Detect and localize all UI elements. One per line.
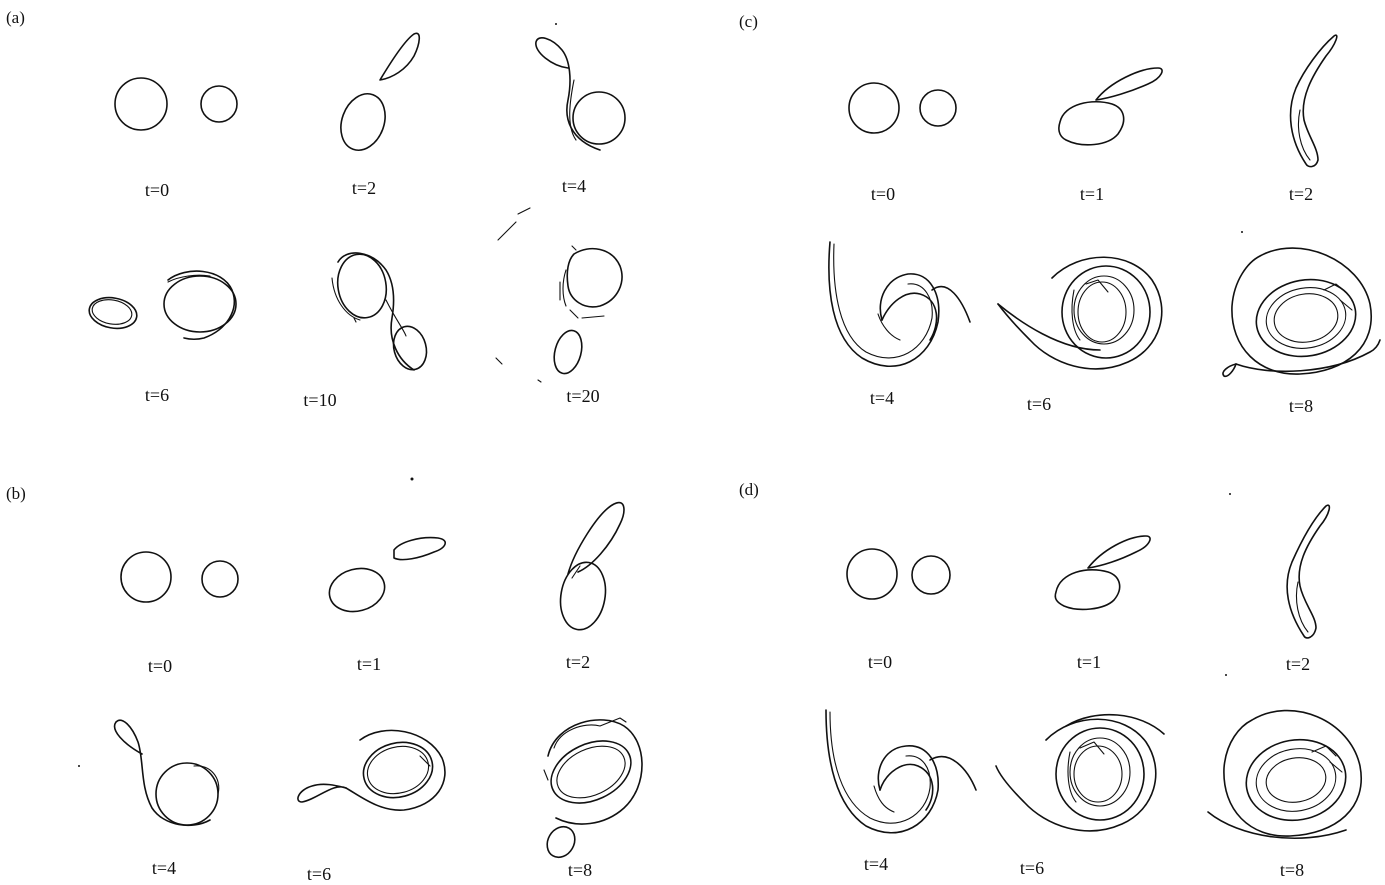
panel-c-snapshot-t8: [1223, 248, 1380, 376]
panel-c-snapshot-t1: [1059, 68, 1162, 145]
panel-a-snapshot-t6: [87, 271, 236, 339]
panel-d-snapshot-t8: [1208, 711, 1361, 839]
panel-a-snapshot-t10: [332, 250, 431, 373]
panel-b-snapshot-t1: [325, 538, 446, 618]
panel-d-snapshot-t2: [1287, 505, 1329, 638]
panel-c-snapshot-t4: [829, 242, 970, 366]
panel-a-snapshot-t20: [496, 208, 622, 382]
panel-d-snapshot-t1: [1055, 536, 1150, 609]
panel-b-snapshot-t0: [121, 552, 238, 602]
panel-b-snapshot-t8: [541, 718, 642, 862]
panel-d-snapshot-t6: [996, 715, 1164, 831]
panel-b-snapshot-t4: [115, 720, 219, 825]
panel-a-snapshot-t2: [333, 33, 419, 156]
scan-specks: [78, 23, 1243, 767]
panel-b-snapshot-t2: [555, 503, 624, 634]
panel-a-snapshot-t0: [115, 78, 237, 130]
panel-b-snapshot-t6: [298, 730, 445, 810]
panel-c-snapshot-t2: [1291, 35, 1337, 166]
panel-a-snapshot-t4: [536, 38, 625, 150]
panel-c-snapshot-t6: [998, 257, 1162, 369]
panel-d-snapshot-t4: [826, 710, 976, 833]
panel-d-snapshot-t0: [847, 549, 950, 599]
panel-c-snapshot-t0: [849, 83, 956, 133]
